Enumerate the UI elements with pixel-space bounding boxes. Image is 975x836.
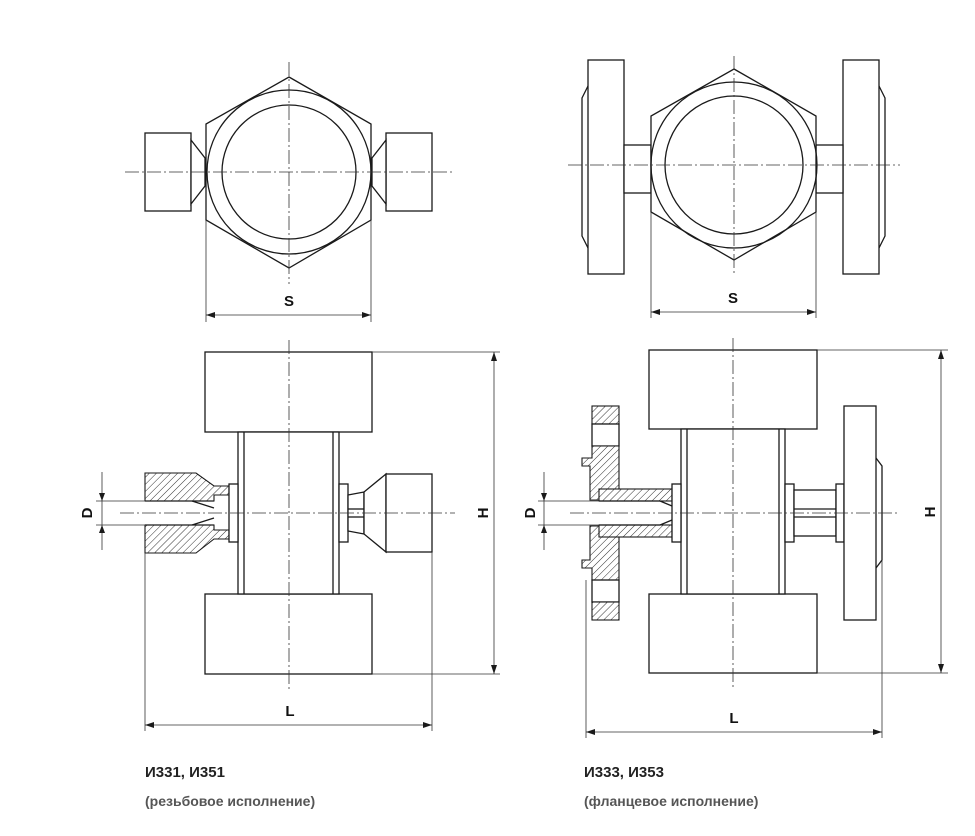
threaded-variant-label: (резьбовое исполнение) [145, 793, 316, 809]
dim-label-h: H [922, 507, 939, 518]
top-cap-nut [204, 351, 373, 433]
dim-label-s: S [284, 293, 294, 310]
threaded-front-view: H D L [79, 340, 500, 731]
dim-label-l: L [285, 703, 294, 720]
flanged-variant-label: (фланцевое исполнение) [584, 793, 759, 809]
flanged-front-view: H D L [522, 338, 948, 738]
dim-label-d: D [79, 507, 96, 518]
pipe-section-lower [598, 524, 673, 538]
left-flange [587, 59, 625, 275]
dim-label-l: L [729, 710, 738, 727]
right-flange-neck [815, 144, 844, 194]
flanged-top-view: S [568, 56, 900, 318]
dim-label-h: H [475, 508, 492, 519]
left-flange-neck [623, 144, 652, 194]
dim-label-d: D [522, 507, 539, 518]
left-port-section-lower [144, 524, 230, 554]
threaded-model-title: И331, И351 [145, 764, 225, 781]
pipe-section-upper [598, 488, 673, 502]
bottom-cap-nut [204, 593, 373, 675]
flange-bolt-section-bottom [591, 601, 620, 621]
dim-label-s: S [728, 290, 738, 307]
flanged-model-title: И333, И353 [584, 764, 664, 781]
flange-bolt-section-top [591, 405, 620, 425]
threaded-top-view: S [125, 62, 452, 322]
hex-body [650, 68, 817, 261]
left-port-section-upper [144, 472, 230, 502]
right-flange [842, 59, 880, 275]
